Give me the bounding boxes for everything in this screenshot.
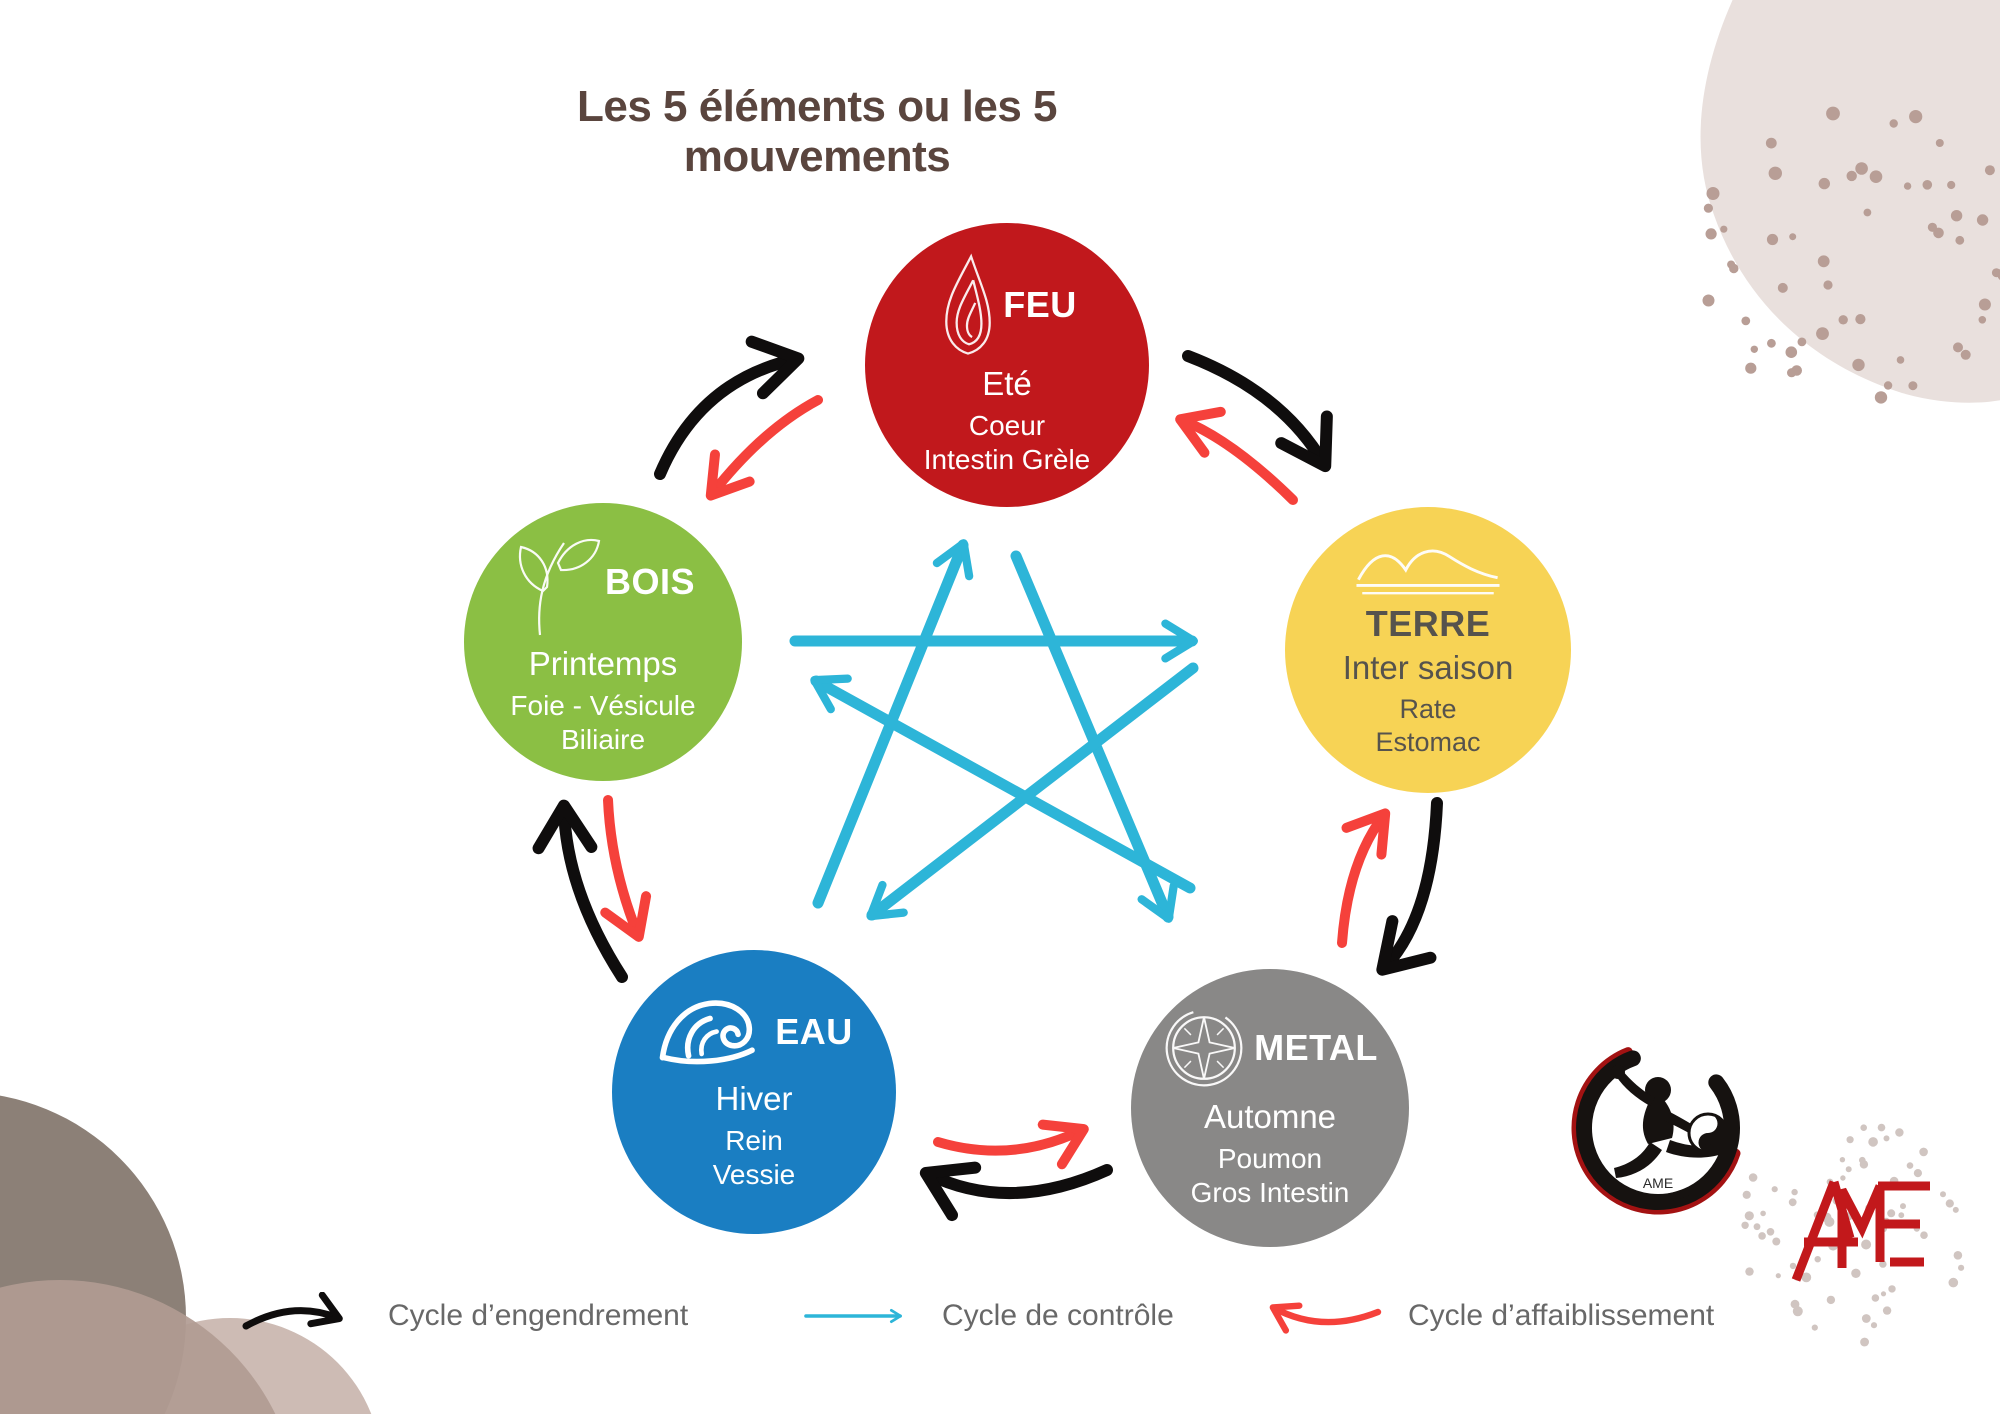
plant-icon: [518, 538, 601, 635]
ame-letter-m: [1837, 1184, 1885, 1268]
arrow-controle-feu-metal: [1010, 550, 1178, 923]
element-name-bois: BOIS: [604, 560, 695, 602]
element-name-terre: TERRE: [1365, 603, 1491, 645]
element-organ-bois-1: Foie - Vésicule: [510, 689, 696, 721]
legend-item-engendrement: Cycle d’engendrement: [238, 1292, 688, 1340]
wave-icon: [659, 1000, 756, 1065]
dot-cluster-top-right: [1702, 106, 2000, 404]
element-circle-terre: TERRE Inter saison Rate Estomac: [1285, 507, 1571, 793]
martial-arts-brush-logo: AME: [1571, 1041, 1745, 1215]
element-season-eau: Hiver: [715, 1079, 793, 1117]
element-circle-eau: EAU Hiver Rein Vessie: [612, 950, 896, 1234]
element-season-bois: Printemps: [528, 644, 678, 682]
flame-icon: [945, 253, 992, 355]
ame-letter-e: [1875, 1181, 1930, 1267]
arrow-engendrement-bois-feu: [654, 335, 805, 480]
element-season-feu: Eté: [982, 364, 1032, 402]
ame-monogram-logo: [1791, 1180, 1930, 1282]
arrow-engendrement-feu-terre: [1182, 350, 1333, 473]
arrow-controle-terre-eau: [866, 662, 1199, 921]
element-organ-metal-2: Gros Intestin: [1190, 1177, 1350, 1208]
element-organ-feu-1: Coeur: [968, 409, 1046, 441]
element-organ-bois-2: Biliaire: [560, 724, 646, 755]
element-name-eau: EAU: [775, 1010, 853, 1052]
logo-small-text: AME: [1643, 1175, 1673, 1191]
compass-icon: [1165, 1009, 1243, 1087]
element-organ-eau-1: Rein: [725, 1124, 783, 1156]
arrow-affaiblissement-eau-metal: [933, 1119, 1089, 1170]
element-season-metal: Automne: [1203, 1097, 1337, 1135]
legend-label-engendrement: Cycle d’engendrement: [388, 1299, 689, 1332]
legend-red-arrow-icon: [1269, 1302, 1382, 1334]
element-name-feu: FEU: [1003, 283, 1077, 325]
element-season-terre: Inter saison: [1342, 649, 1514, 687]
element-organ-terre-1: Rate: [1399, 694, 1457, 725]
brush-stroke-bottom: [1622, 1182, 1698, 1204]
element-name-metal: METAL: [1254, 1026, 1378, 1068]
arrow-engendrement-terre-metal: [1376, 797, 1443, 976]
legend-label-controle: Cycle de contrôle: [942, 1299, 1174, 1332]
element-organ-eau-2: Vessie: [712, 1159, 796, 1190]
hills-icon: [1356, 549, 1500, 595]
arrow-controle-metal-bois: [810, 674, 1196, 894]
element-organ-metal-1: Poumon: [1217, 1142, 1323, 1174]
legend-item-affaiblissement: Cycle d’affaiblissement: [1258, 1292, 1714, 1340]
beige-blob: [1700, 0, 2000, 403]
legend-item-controle: Cycle de contrôle: [800, 1292, 1174, 1340]
arrow-affaiblissement-metal-terre: [1337, 808, 1391, 948]
element-organ-feu-2: Intestin Grèle: [923, 444, 1091, 475]
element-organ-terre-2: Estomac: [1375, 727, 1481, 757]
legend-label-affaiblissement: Cycle d’affaiblissement: [1408, 1299, 1715, 1332]
control-cycle-arrows: [789, 539, 1199, 923]
element-circle-feu: FEU Eté Coeur Intestin Grèle: [865, 223, 1149, 507]
ame-letters: [1791, 1180, 1930, 1282]
element-circle-metal: METAL Automne Poumon Gros Intestin: [1131, 969, 1409, 1247]
arrow-affaiblissement-bois-eau: [600, 795, 652, 942]
dark-circle-bottom-left: [0, 1095, 186, 1414]
arrow-engendrement-metal-eau: [919, 1161, 1113, 1222]
arrow-controle-eau-feu: [812, 539, 974, 909]
legend-cyan-arrow-icon: [804, 1308, 902, 1324]
legend-black-arrow-icon: [242, 1292, 343, 1330]
element-circle-bois: BOIS Printemps Foie - Vésicule Biliaire: [464, 503, 742, 781]
yinyang-icon: [1687, 1112, 1729, 1154]
arrow-engendrement-eau-bois: [532, 799, 628, 983]
arrow-affaiblissement-terre-feu: [1175, 406, 1298, 505]
page-title: Les 5 éléments ou les 5 mouvements: [576, 82, 1058, 181]
arrow-affaiblissement-feu-bois: [705, 395, 823, 501]
